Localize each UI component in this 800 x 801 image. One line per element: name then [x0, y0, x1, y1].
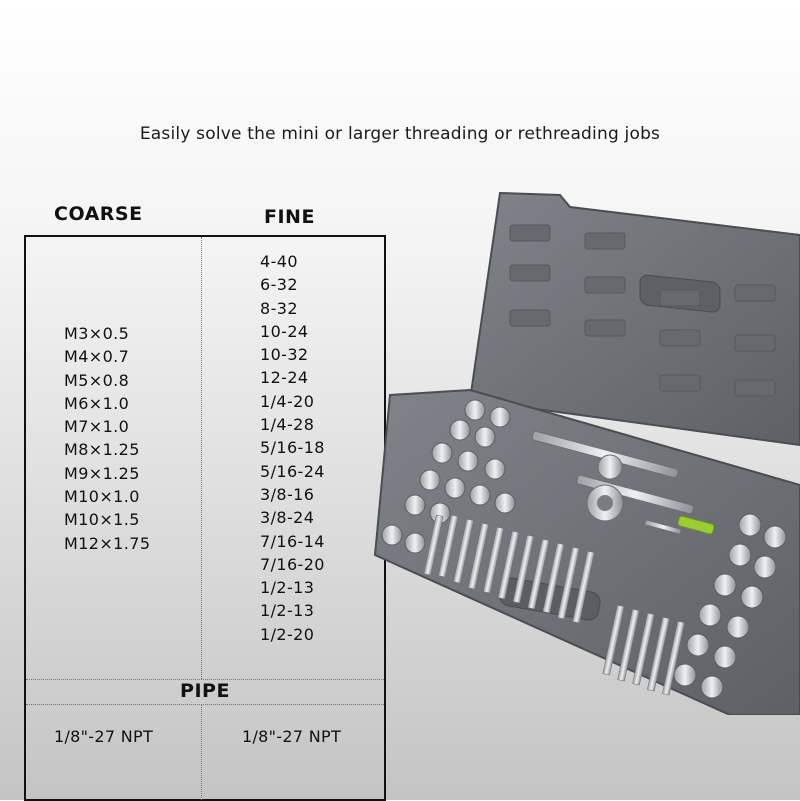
pipe-heading: PIPE	[180, 680, 230, 702]
list-item: 7/16-20	[260, 554, 325, 574]
list-item: 1/2-13	[260, 578, 315, 598]
list-item: 1/4-28	[260, 415, 315, 435]
screwdriver	[645, 515, 715, 535]
list-item: M5×0.8	[64, 370, 130, 390]
dies-left	[381, 399, 516, 554]
list-item: M6×1.0	[64, 393, 130, 413]
tap-wrench	[531, 430, 695, 522]
column-divider	[201, 237, 202, 679]
dies-right	[673, 513, 787, 699]
headline: Easily solve the mini or larger threadin…	[139, 124, 661, 144]
list-item: 8-32	[260, 298, 298, 318]
list-item: 5/16-24	[260, 461, 325, 481]
pipe-size-left: 1/8"-27 NPT	[54, 727, 154, 746]
fine-list: 4-40 6-32 8-32 10-24 10-32 12-24 1/4-20 …	[260, 250, 325, 646]
list-item: 5/16-18	[260, 438, 325, 458]
list-item: M12×1.75	[64, 533, 151, 553]
coarse-list: M3×0.5 M4×0.7 M5×0.8 M6×1.0 M7×1.0 M8×1.…	[64, 322, 150, 555]
list-item: 10-32	[260, 345, 309, 365]
taps	[423, 514, 685, 696]
list-item: M8×1.25	[64, 440, 140, 460]
list-item: 3/8-16	[260, 484, 315, 504]
list-item: M10×1.0	[64, 487, 140, 507]
list-item: 10-24	[260, 321, 309, 341]
list-item: 4-40	[260, 252, 298, 271]
list-item: 12-24	[260, 368, 309, 388]
list-item: 1/2-13	[260, 601, 315, 621]
pipe-divider-top	[26, 679, 384, 680]
list-item: 6-32	[260, 275, 298, 295]
list-item: 1/4-20	[260, 391, 315, 411]
list-item: M10×1.5	[64, 510, 140, 530]
coarse-heading: COARSE	[54, 203, 143, 225]
list-item: M9×1.25	[64, 463, 140, 483]
list-item: M3×0.5	[64, 324, 130, 343]
pipe-column-divider	[201, 704, 202, 800]
fine-heading: FINE	[264, 206, 315, 228]
case-lid	[468, 191, 800, 447]
tap-and-die-case-image	[373, 191, 800, 715]
pipe-size-right: 1/8"-27 NPT	[242, 727, 342, 746]
list-item: M7×1.0	[64, 417, 130, 437]
list-item: 3/8-24	[260, 508, 315, 528]
list-item: 7/16-14	[260, 531, 325, 551]
list-item: 1/2-20	[260, 624, 315, 644]
list-item: M4×0.7	[64, 347, 130, 367]
pipe-divider-bottom	[26, 704, 384, 705]
